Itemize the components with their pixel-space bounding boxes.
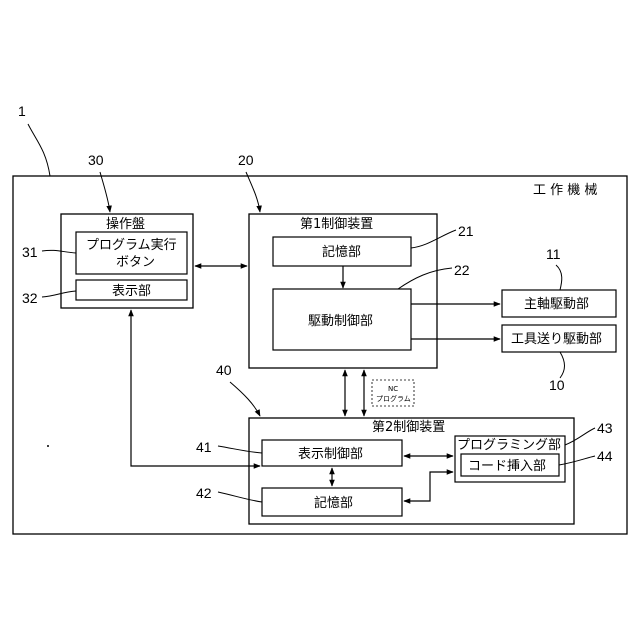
ref-memory1: 21 [458,223,474,239]
leader-tool-feed [560,352,565,378]
nc-label-1: NC [388,385,398,393]
leader-display-ctrl [218,446,262,453]
memory1-label: 記憶部 [322,244,361,260]
ref-program-button: 31 [22,244,38,260]
spindle-label: 主軸駆動部 [524,297,589,312]
arrow-memory2-programming [404,472,453,501]
ref-code-insert: 44 [597,448,613,464]
ref-display-ctrl: 41 [196,439,212,455]
ref-programming: 43 [597,420,613,436]
ref-drive-ctrl: 22 [454,262,470,278]
ref-panel: 30 [88,152,104,168]
leader-program-button [42,250,76,253]
ctrl2-label: 第2制御装置 [372,420,445,435]
display-ctrl-label: 表示制御部 [298,447,363,462]
ref-memory2: 42 [196,485,212,501]
nc-label-2: プログラム [376,394,411,403]
leader-memory1 [411,230,456,248]
ref-ctrl2: 40 [216,362,232,378]
memory2-label: 記憶部 [314,495,353,511]
display-label: 表示部 [112,284,151,299]
ref-machine: 1 [18,103,26,119]
program-button-label-1: プログラム実行 [86,237,177,253]
program-button-label-2: ボタン [116,255,155,270]
leader-display [42,291,76,297]
leader-ctrl2 [230,382,260,416]
ctrl1-label: 第1制御装置 [300,217,373,232]
ref-tool-feed: 10 [549,377,565,393]
code-insert-label: コード挿入部 [468,459,546,474]
leader-ctrl1 [246,172,260,212]
ref-spindle: 11 [546,246,561,262]
programming-label: プログラミング部 [457,438,561,453]
panel-label: 操作盤 [106,216,145,232]
leader-drive-ctrl [398,268,452,289]
stray-dot [47,445,49,447]
drive-ctrl-label: 駆動制御部 [308,314,373,329]
leader-machine [28,124,50,176]
ref-display: 32 [22,290,38,306]
tool-feed-label: 工具送り駆動部 [511,332,602,347]
leader-memory2 [218,492,262,502]
leader-panel [100,172,110,212]
leader-programming [565,428,595,445]
ref-ctrl1: 20 [238,152,254,168]
leader-spindle [556,265,562,290]
machine-label: 工 作 機 械 [533,183,597,198]
